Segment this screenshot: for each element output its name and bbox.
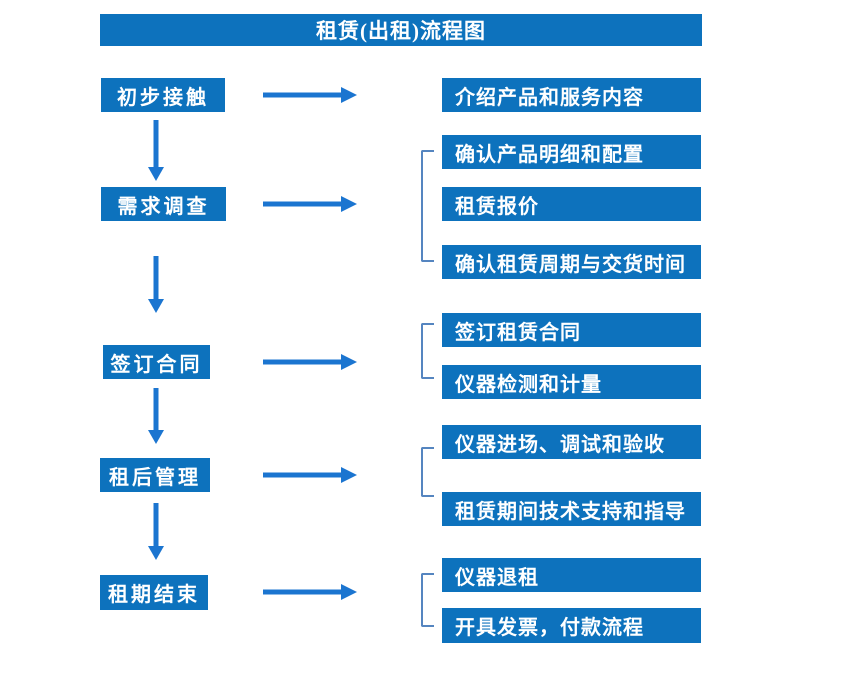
- down-arrow-icon: [148, 388, 164, 444]
- stage-box-initial-contact: 初步接触: [101, 78, 225, 112]
- output-box: 介绍产品和服务内容: [442, 78, 701, 112]
- right-arrow-icon: [263, 87, 357, 103]
- down-arrow-icon: [148, 256, 164, 313]
- down-arrow-icon: [148, 120, 164, 181]
- group-bracket: [421, 573, 434, 627]
- right-arrow-icon: [263, 196, 357, 212]
- right-arrow-icon: [263, 584, 357, 600]
- output-box: 租赁期间技术支持和指导: [442, 492, 701, 526]
- right-arrow-icon: [263, 354, 357, 370]
- right-arrow-icon: [263, 467, 357, 483]
- output-box: 签订租赁合同: [442, 313, 701, 347]
- stage-box-sign-contract: 签订合同: [103, 345, 210, 379]
- output-box: 开具发票，付款流程: [442, 608, 701, 643]
- stage-box-demand-survey: 需求调查: [101, 187, 226, 221]
- group-bracket: [421, 150, 434, 262]
- output-box: 确认租赁周期与交货时间: [442, 245, 701, 279]
- output-box: 租赁报价: [442, 187, 701, 221]
- output-box: 确认产品明细和配置: [442, 135, 701, 169]
- group-bracket: [421, 447, 434, 497]
- output-box: 仪器进场、调试和验收: [442, 425, 701, 459]
- down-arrow-icon: [148, 503, 164, 560]
- stage-box-post-rental: 租后管理: [100, 458, 210, 492]
- chart-title: 租赁(出租)流程图: [100, 14, 702, 46]
- stage-box-rental-end: 租期结束: [100, 575, 208, 610]
- output-box: 仪器退租: [442, 558, 701, 592]
- output-box: 仪器检测和计量: [442, 365, 701, 399]
- group-bracket: [421, 323, 434, 379]
